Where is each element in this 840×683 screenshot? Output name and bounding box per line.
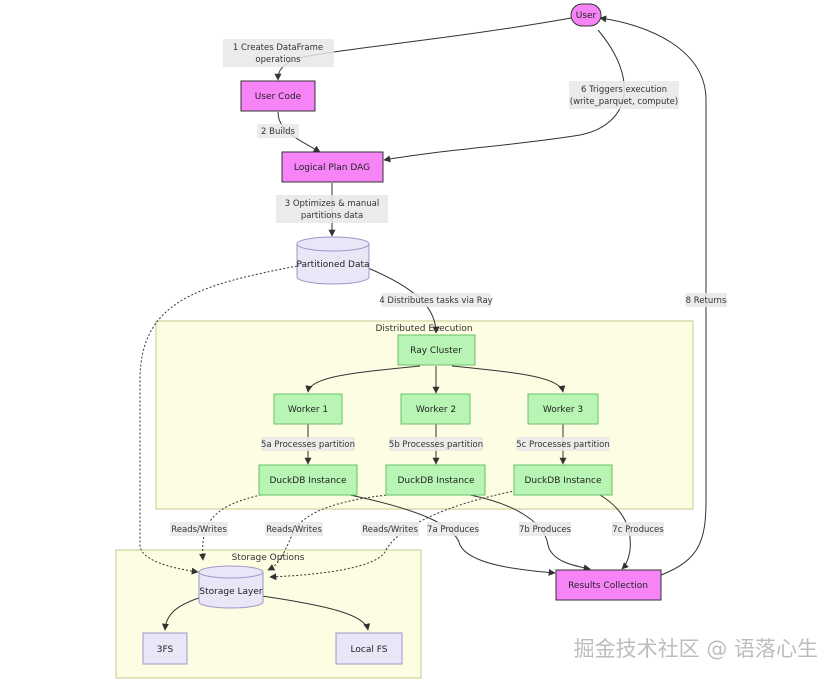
edge-partitioned-to-storage [139,265,298,575]
label-e8: 8 Returns [686,296,727,306]
node-partitioned-data[interactable]: Partitioned Data [296,236,370,285]
label-e5a: 5a Processes partition [261,440,355,450]
edge-labels: 1 Creates DataFrame operations 2 Builds … [170,39,727,536]
label-e3-line2: partitions data [301,211,363,221]
node-worker3-label: Worker 3 [543,405,583,415]
label-e7a: 7a Produces [427,525,479,535]
label-e1-line1: 1 Creates DataFrame [233,43,323,53]
label-e6-line1: 6 Triggers execution [581,85,667,95]
node-duckdb2-label: DuckDB Instance [397,476,475,486]
label-rw1: Reads/Writes [171,525,227,535]
group-distributed-label: Distributed Execution [375,324,472,334]
edge-duckdb3-to-results [599,494,631,570]
group-storage-label: Storage Options [232,553,305,563]
node-results-label: Results Collection [568,581,648,591]
edge-duckdb2-to-results [469,494,591,572]
node-ray-cluster-label: Ray Cluster [410,346,462,356]
label-e4: 4 Distributes tasks via Ray [379,296,492,306]
node-local-fs-label: Local FS [351,645,388,655]
label-e2: 2 Builds [261,127,295,137]
label-e5c: 5c Processes partition [516,440,609,450]
node-duckdb3-label: DuckDB Instance [524,476,602,486]
edge-storage-to-localfs [261,595,371,631]
node-duckdb2[interactable]: DuckDB Instance [385,464,486,496]
node-ray-cluster[interactable]: Ray Cluster [397,334,476,366]
label-e1-line2: operations [255,55,301,65]
node-partitioned-data-label: Partitioned Data [296,260,369,270]
node-3fs-label: 3FS [157,645,174,655]
node-storage-layer[interactable]: Storage Layer [198,565,264,609]
edge-storage-to-3fs [161,595,206,631]
edge-duckdb3-to-storage [269,489,521,581]
node-duckdb3[interactable]: DuckDB Instance [513,464,613,496]
edge-duckdb1-to-results [349,494,556,576]
node-worker2[interactable]: Worker 2 [400,393,471,425]
node-user-code-label: User Code [255,92,302,102]
edge-user-to-plan [383,29,625,163]
node-worker3[interactable]: Worker 3 [527,393,599,425]
label-e7c: 7c Produces [612,525,664,535]
edge-results-to-user [599,15,707,576]
node-worker1[interactable]: Worker 1 [273,393,343,425]
edge-duckdb1-to-storage [199,493,266,561]
node-user-label: User [576,11,597,21]
label-e7b: 7b Produces [519,525,572,535]
label-rw3: Reads/Writes [362,525,418,535]
watermark: 掘金技术社区 @ 语落心生 [574,637,818,661]
node-logical-plan-label: Logical Plan DAG [294,163,370,173]
node-logical-plan[interactable]: Logical Plan DAG [281,151,384,183]
node-duckdb1-label: DuckDB Instance [269,476,347,486]
node-duckdb1[interactable]: DuckDB Instance [258,464,358,496]
node-worker1-label: Worker 1 [288,405,328,415]
label-e5b: 5b Processes partition [389,440,483,450]
storage-edges [161,595,371,631]
node-user[interactable]: User [570,3,602,27]
edge-ray-to-worker3 [451,365,566,393]
label-e6-line2: (write_parquet, compute) [570,97,678,107]
node-3fs[interactable]: 3FS [142,632,188,665]
node-storage-layer-label: Storage Layer [199,587,262,597]
node-user-code[interactable]: User Code [240,80,316,112]
label-rw2: Reads/Writes [266,525,322,535]
node-results-collection[interactable]: Results Collection [555,569,662,601]
label-e3-line1: 3 Optimizes & manual [285,199,380,209]
node-local-fs[interactable]: Local FS [335,632,403,665]
edge-ray-to-worker1 [305,365,421,393]
node-worker2-label: Worker 2 [416,405,456,415]
